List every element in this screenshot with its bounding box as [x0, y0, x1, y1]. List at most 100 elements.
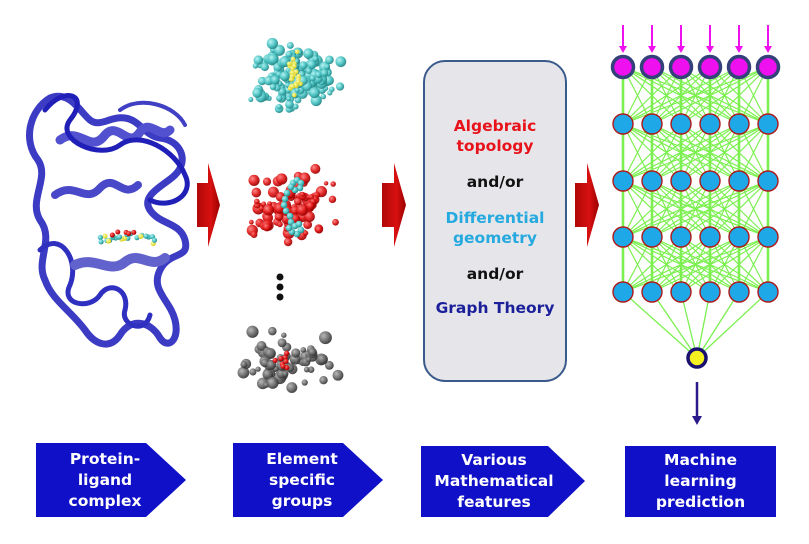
atom-sphere: [248, 174, 260, 186]
label-line: groups: [271, 492, 333, 510]
atom-sphere: [249, 368, 257, 376]
atom-sphere: [274, 212, 284, 221]
atom-sphere: [288, 77, 294, 82]
protein-loop: [42, 93, 190, 206]
ligand-atom: [131, 229, 137, 235]
atom-sphere: [280, 201, 288, 209]
input-arrows: [619, 25, 772, 53]
atom-sphere: [324, 63, 330, 70]
atom-sphere: [285, 224, 293, 232]
atom-sphere: [246, 325, 259, 338]
atom-sphere: [295, 220, 303, 228]
atom-sphere: [252, 87, 263, 98]
and-or-text: and/or: [466, 173, 524, 191]
atom-sphere: [294, 96, 302, 104]
input-node: [610, 54, 636, 80]
network-edge: [622, 236, 682, 293]
atom-sphere: [303, 220, 313, 230]
ligand-atom: [105, 238, 112, 244]
hidden-node: [728, 113, 750, 135]
ligand-atom: [143, 233, 149, 239]
atom-sphere: [277, 338, 287, 348]
network-edge: [680, 291, 698, 359]
input-node: [726, 54, 752, 80]
differential-geometry-text: Differential geometry: [425, 208, 565, 248]
hidden-node: [699, 170, 721, 192]
atom-sphere: [332, 369, 344, 381]
input-arrow-head-icon: [677, 46, 685, 53]
label-line: specific: [268, 471, 335, 489]
hidden-node: [612, 170, 634, 192]
atom-sphere: [260, 62, 270, 72]
hidden-node: [612, 281, 634, 303]
vertical-ellipsis-icon: [276, 273, 284, 301]
input-arrow-head-icon: [764, 46, 772, 53]
stage-label-shape: [233, 443, 383, 517]
atom-sphere: [306, 201, 315, 210]
atom-sphere: [252, 62, 259, 69]
network-edge: [680, 180, 769, 238]
hidden-node: [699, 226, 721, 248]
label-line: Machine: [664, 451, 737, 469]
hidden-node: [728, 170, 750, 192]
network-edge: [709, 236, 769, 293]
atom-sphere: [296, 184, 304, 192]
label-line: complex: [68, 492, 142, 510]
atom-sphere: [332, 218, 339, 226]
atom-sphere: [255, 366, 261, 372]
stage-label-shape: [36, 443, 186, 517]
atom-sphere: [310, 163, 321, 174]
atom-sphere: [293, 230, 301, 238]
ligand-atom: [102, 233, 108, 239]
atom-sphere: [256, 341, 267, 351]
ligand-atom: [98, 239, 104, 245]
protein-loop: [118, 100, 187, 127]
hidden-node: [612, 226, 634, 248]
network-edge: [622, 66, 682, 125]
atom-sphere: [292, 63, 297, 69]
atom-sphere: [266, 376, 279, 389]
nitrogen-group-cluster: [237, 325, 344, 394]
input-node: [639, 54, 665, 80]
flow-arrow-icon: [382, 163, 406, 247]
network-edges: [621, 66, 770, 359]
network-edge: [696, 291, 769, 359]
hidden-node: [641, 226, 663, 248]
hidden-node: [670, 113, 692, 135]
differential-line1: Differential: [445, 209, 545, 227]
label-line: Element: [266, 450, 338, 468]
atom-sphere: [314, 225, 324, 234]
atom-sphere: [306, 357, 312, 363]
atom-sphere: [317, 353, 328, 365]
label-line: Protein-: [69, 450, 141, 468]
network-edge: [622, 66, 711, 125]
atom-sphere: [286, 212, 294, 220]
label-line: ligand: [77, 471, 133, 489]
atom-sphere: [257, 76, 267, 86]
network-edge: [622, 123, 740, 182]
atom-sphere: [309, 75, 316, 82]
hidden-node: [757, 113, 779, 135]
hidden-node: [757, 281, 779, 303]
stage-label-protein-ligand: Protein- ligand complex: [46, 449, 164, 512]
network-edge: [680, 123, 769, 182]
ligand-atom: [138, 233, 144, 239]
atom-sphere: [259, 205, 265, 211]
network-edge: [622, 291, 698, 359]
algebraic-line2: topology: [456, 137, 534, 155]
atom-sphere: [307, 366, 315, 373]
network-edge: [651, 66, 769, 125]
atom-sphere: [276, 103, 282, 110]
network-edge: [651, 123, 769, 182]
carbon-group-cluster: [248, 37, 347, 113]
network-edge: [622, 180, 711, 238]
atom-sphere: [308, 347, 317, 357]
atom-sphere: [296, 204, 308, 216]
hidden-node: [641, 281, 663, 303]
network-edge: [622, 180, 740, 238]
atom-sphere: [306, 68, 312, 74]
atom-sphere: [319, 375, 328, 385]
atom-sphere: [240, 360, 248, 368]
atom-sphere: [300, 191, 305, 197]
